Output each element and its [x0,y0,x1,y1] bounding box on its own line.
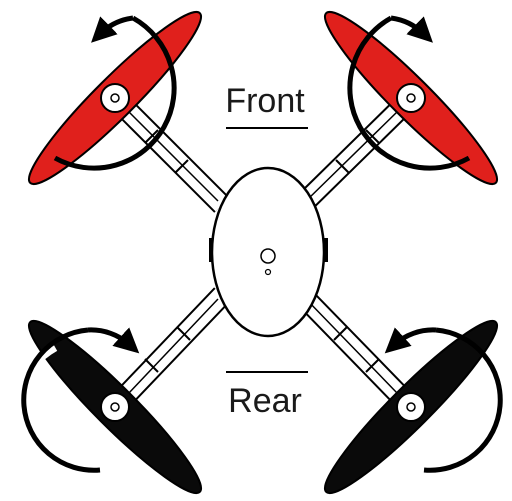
arm-front-left [107,90,230,213]
arm-front-right [294,90,419,213]
front-label: Front [225,82,305,120]
propeller-front-left [27,10,203,186]
body-sensor-circle [260,248,276,264]
arms [107,90,419,415]
arm-rear-right [294,287,419,415]
rear-label: Rear [228,382,302,420]
body-small-dot [264,268,272,276]
arm-rear-left [107,287,230,415]
propeller-front-right [323,10,499,186]
propeller-rear-left [9,319,203,501]
propeller-rear-right [323,319,503,495]
quadcopter-body [209,166,328,338]
